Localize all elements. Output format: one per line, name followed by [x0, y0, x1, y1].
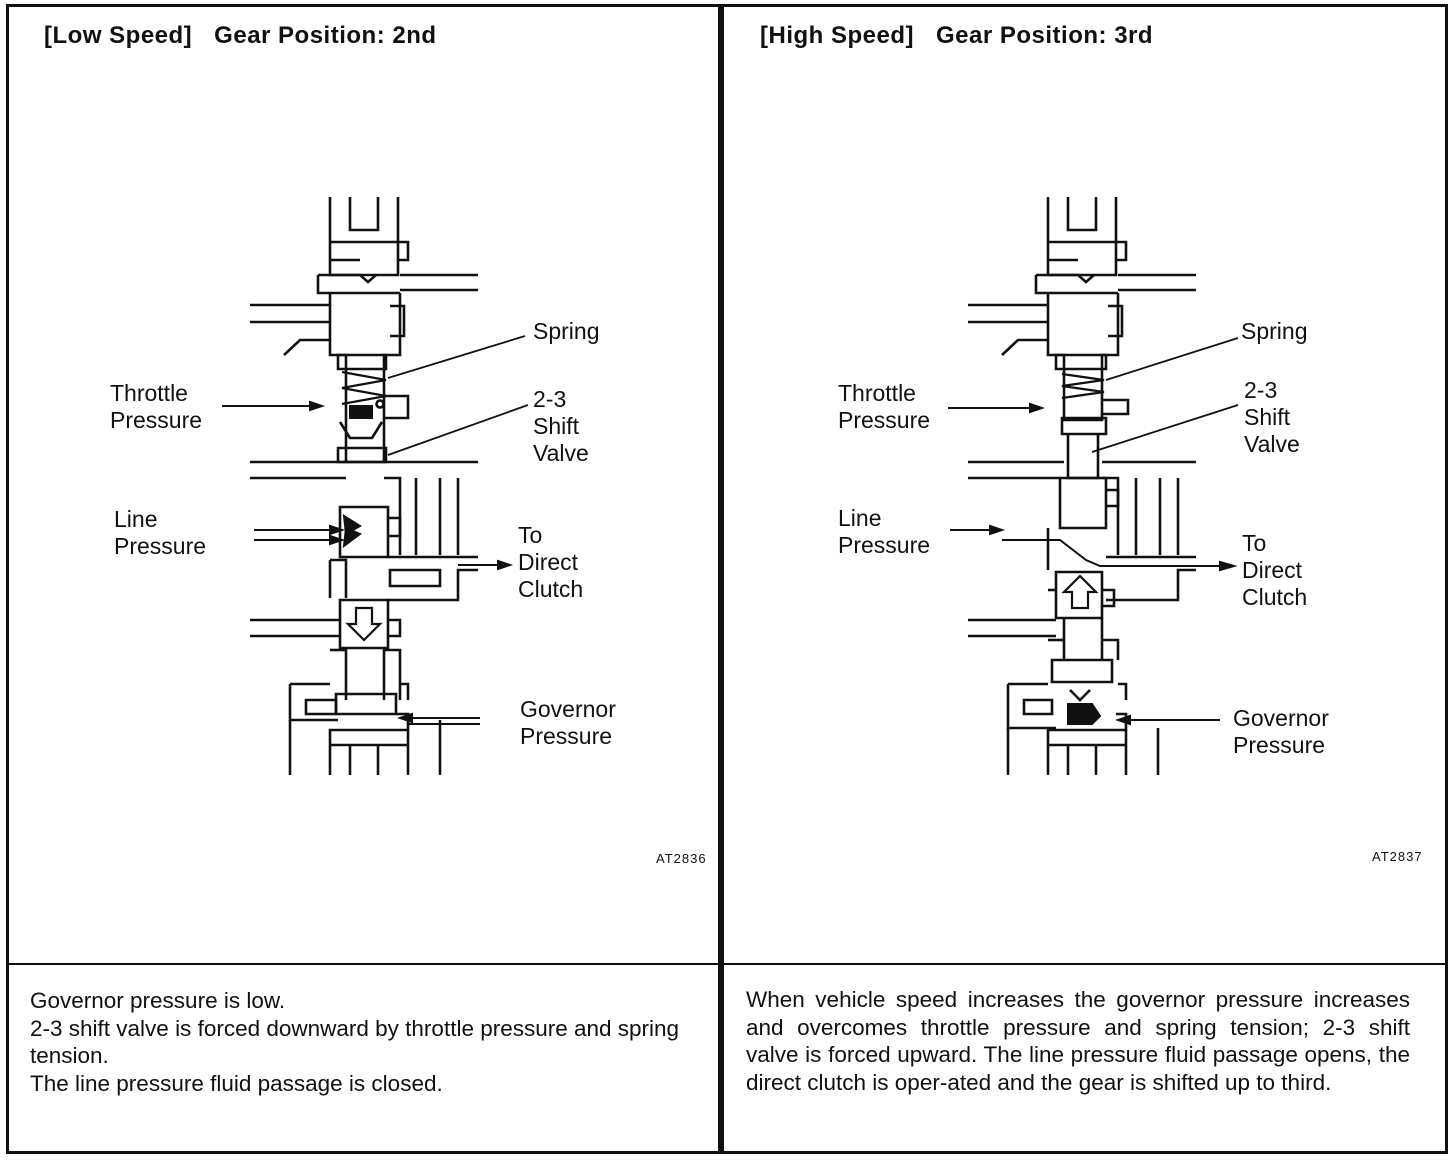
- throttle-pressure-label: Throttle Pressure: [110, 380, 203, 433]
- speed-mode-label: [Low Speed]: [44, 22, 193, 49]
- description-low: Governor pressure is low. 2-3 shift valv…: [30, 987, 698, 1097]
- caption-divider-left: [6, 963, 721, 965]
- panel-title: [High Speed] Gear Position: 3rd: [760, 22, 1153, 50]
- panel-title: [Low Speed] Gear Position: 2nd: [44, 22, 437, 50]
- spring-label: Spring: [1241, 318, 1308, 344]
- panel-divider: [718, 4, 724, 1154]
- governor-pressure-label: Governor Pressure: [1233, 705, 1329, 758]
- shift-valve-label: 2-3 Shift Valve: [1244, 377, 1300, 457]
- description-line: The line pressure fluid passage is close…: [30, 1070, 443, 1096]
- to-direct-clutch-label: To Direct Clutch: [518, 522, 584, 602]
- description-high: When vehicle speed increases the governo…: [746, 986, 1410, 1096]
- throttle-pressure-label: Throttle Pressure: [838, 380, 931, 433]
- shift-valve-label: 2-3 Shift Valve: [533, 386, 589, 466]
- shift-valve-diagram-high: [0, 0, 1456, 960]
- gear-position-label: Gear Position: 2nd: [214, 22, 437, 49]
- caption-divider-right: [721, 963, 1448, 965]
- gear-position-label: Gear Position: 3rd: [936, 22, 1154, 49]
- description-line: Governor pressure is low.: [30, 988, 286, 1013]
- description-line: When vehicle speed increases the governo…: [746, 987, 1410, 1095]
- spring-label: Spring: [533, 318, 600, 344]
- description-line: 2-3 shift valve is forced downward by th…: [30, 1015, 680, 1069]
- outer-border: [6, 4, 1448, 1154]
- shift-valve-diagram-low: [0, 0, 720, 960]
- speed-mode-label: [High Speed]: [760, 22, 914, 49]
- to-direct-clutch-label: To Direct Clutch: [1242, 530, 1308, 610]
- line-pressure-label: Line Pressure: [114, 506, 207, 559]
- governor-pressure-label: Governor Pressure: [520, 696, 616, 749]
- line-pressure-label: Line Pressure: [838, 505, 931, 558]
- figure-code: AT2836: [656, 851, 707, 866]
- figure-code: AT2837: [1372, 849, 1423, 864]
